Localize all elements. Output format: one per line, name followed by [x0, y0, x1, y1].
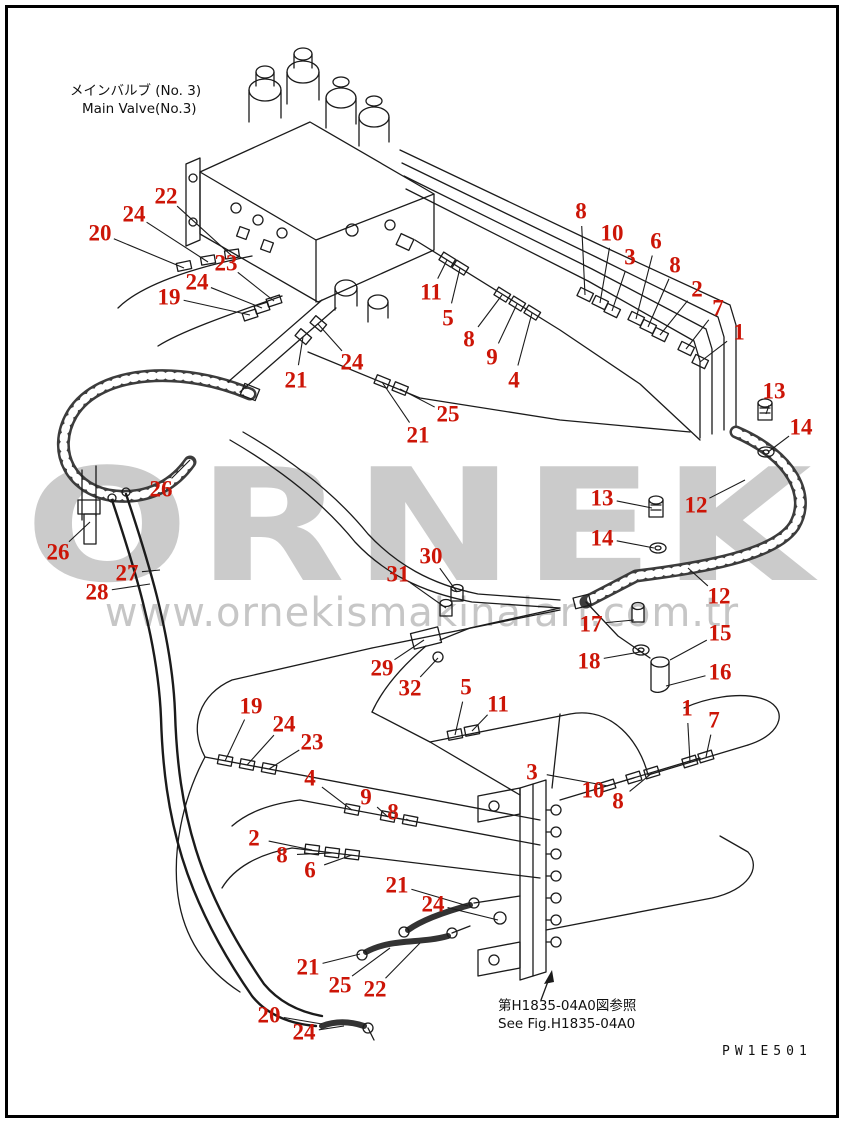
callout-7: 7 — [712, 295, 724, 321]
callout-27: 27 — [115, 560, 139, 586]
figure-reference-block: 第H1835-04A0図参照 See Fig.H1835-04A0 — [498, 997, 636, 1033]
callout-1: 1 — [733, 319, 745, 345]
callout-13: 13 — [762, 378, 786, 404]
callout-1: 1 — [681, 695, 693, 721]
callout-25: 25 — [436, 401, 460, 427]
callout-30: 30 — [419, 543, 443, 569]
callout-10: 10 — [600, 220, 624, 246]
callout-29: 29 — [370, 655, 394, 681]
figure-reference-japanese: 第H1835-04A0図参照 — [498, 998, 637, 1014]
callout-17: 17 — [579, 611, 603, 637]
callout-16: 16 — [708, 659, 732, 685]
callout-19: 19 — [157, 284, 181, 310]
callout-21: 21 — [296, 954, 320, 980]
callout-24: 24 — [421, 891, 445, 917]
callout-24: 24 — [292, 1019, 316, 1045]
callout-2: 2 — [691, 276, 703, 302]
callout-22: 22 — [363, 976, 387, 1002]
callout-8: 8 — [463, 326, 475, 352]
callout-25: 25 — [328, 972, 352, 998]
callout-14: 14 — [789, 414, 813, 440]
callout-32: 32 — [398, 675, 422, 701]
callout-8: 8 — [276, 842, 288, 868]
callout-24: 24 — [340, 349, 364, 375]
callout-13: 13 — [590, 485, 614, 511]
callout-6: 6 — [304, 857, 316, 883]
callout-19: 19 — [239, 693, 263, 719]
title-english: Main Valve(No.3) — [82, 101, 197, 118]
main-valve-block — [185, 47, 435, 323]
callout-23: 23 — [300, 729, 324, 755]
callout-26: 26 — [149, 476, 173, 502]
title-japanese: メインバルブ (No. 3) — [70, 83, 202, 99]
drawing-code: PW1E501 — [722, 1044, 812, 1059]
callout-10: 10 — [581, 777, 605, 803]
callout-4: 4 — [508, 367, 520, 393]
callout-6: 6 — [650, 228, 662, 254]
callout-23: 23 — [214, 250, 238, 276]
figure-reference-english: See Fig.H1835-04A0 — [498, 1016, 636, 1033]
callout-24: 24 — [122, 201, 146, 227]
callout-9: 9 — [360, 784, 372, 810]
callout-12: 12 — [684, 492, 708, 518]
callout-15: 15 — [708, 620, 732, 646]
callout-5: 5 — [442, 305, 454, 331]
callout-11: 11 — [420, 279, 442, 305]
callout-24: 24 — [185, 269, 209, 295]
callout-3: 3 — [624, 244, 636, 270]
callout-21: 21 — [385, 872, 409, 898]
callout-9: 9 — [486, 344, 498, 370]
callout-21: 21 — [406, 422, 430, 448]
callout-21: 21 — [284, 367, 308, 393]
callout-8: 8 — [612, 788, 624, 814]
callout-5: 5 — [460, 674, 472, 700]
callout-22: 22 — [154, 183, 178, 209]
callout-11: 11 — [487, 691, 509, 717]
callout-18: 18 — [577, 648, 601, 674]
callout-14: 14 — [590, 525, 614, 551]
callout-2: 2 — [248, 825, 260, 851]
callout-20: 20 — [88, 220, 112, 246]
title-block: メインバルブ (No. 3) Main Valve(No.3) — [70, 82, 201, 118]
callout-8: 8 — [669, 252, 681, 278]
callout-8: 8 — [387, 799, 399, 825]
callout-24: 24 — [272, 711, 296, 737]
callout-28: 28 — [85, 579, 109, 605]
callout-7: 7 — [708, 707, 720, 733]
callout-26: 26 — [46, 539, 70, 565]
callout-leader-lines — [68, 205, 790, 1031]
callout-20: 20 — [257, 1002, 281, 1028]
callout-12: 12 — [707, 583, 731, 609]
callout-8: 8 — [575, 198, 587, 224]
callout-3: 3 — [526, 759, 538, 785]
watermark-logo-text: ORNEK — [24, 435, 820, 617]
callout-4: 4 — [304, 765, 316, 791]
callout-31: 31 — [386, 561, 410, 587]
